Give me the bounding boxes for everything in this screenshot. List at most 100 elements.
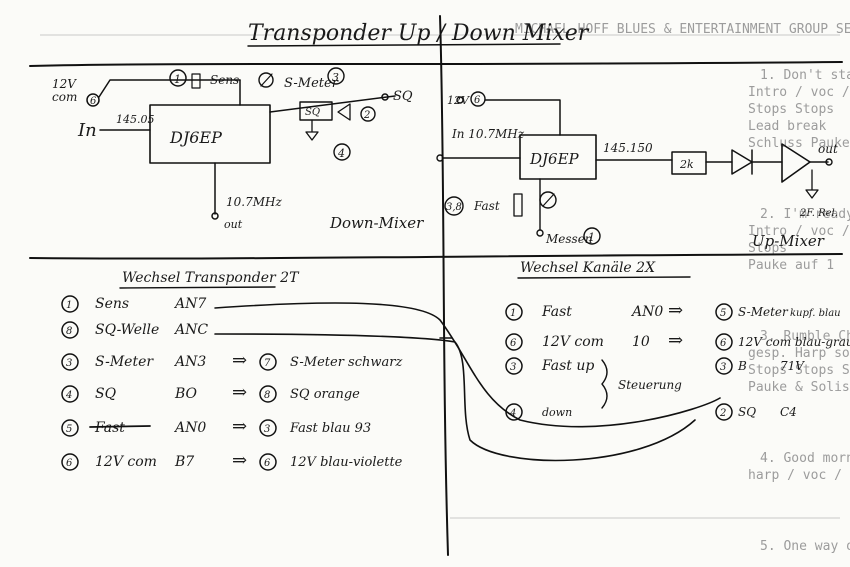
dm-supply-pin-circle [86, 93, 100, 107]
tx-brace [601, 359, 608, 409]
up-mixer: 12V 6 In 10.7MHz DJ6EP 145.150 2k out 2F… [436, 91, 838, 250]
top-divider [29, 61, 843, 67]
dm-sens-pot [191, 73, 201, 89]
tp-target: 12V blau-violette [290, 455, 403, 470]
tx-heading: Wechsel Kanäle 2X [520, 260, 656, 276]
tp-target: Fast blau 93 [289, 421, 371, 436]
um-chip-box [519, 134, 597, 180]
tp-pin: 8 [66, 326, 72, 337]
tp-target-pin: 6 [264, 458, 271, 469]
page-title: Transponder Up / Down Mixer [248, 21, 590, 46]
dm-sq-pin: 2 [363, 110, 370, 121]
um-amp-icon [781, 143, 811, 183]
um-messen-pin: 1 [588, 231, 595, 244]
bg-song-title: 2. I'm ready E-spezial [760, 207, 850, 222]
dm-pin4-circle [333, 143, 351, 161]
tp-strikethrough [89, 425, 151, 428]
tp-pin-circle [61, 419, 79, 437]
bg-song-line: Lead break [748, 119, 827, 134]
tp-pin-circle [61, 295, 79, 313]
um-label: Up-Mixer [752, 232, 825, 250]
tx-name: 12V com [542, 334, 604, 350]
tp-arrow: ⇒ [232, 450, 247, 471]
tp-name: SQ-Welle [95, 322, 159, 338]
dm-supply-wire [98, 79, 241, 98]
dm-smeter-pin: 3 [332, 71, 339, 84]
um-supply-node [456, 96, 464, 104]
bg-header: MICHAEL HOFF BLUES & ENTERTAINMENT GROUP… [515, 22, 850, 37]
tx-target: 12V com blau-grau [738, 335, 850, 349]
tp-heading: Wechsel Transponder 2T [122, 270, 300, 286]
tx-target: B [737, 359, 747, 373]
tx-target-pin-circle [715, 303, 733, 321]
dm-if-label: 10.7MHz [226, 195, 282, 209]
tx-target-pin-circle [715, 403, 733, 421]
dm-sq-box-label: SQ [305, 107, 320, 118]
tp-pin: 4 [65, 390, 72, 401]
tp-arrow: ⇒ [232, 416, 247, 437]
dm-sens-pin-circle [169, 69, 187, 87]
tp-code: ANC [173, 322, 208, 338]
bg-song-line: Intro / voc / gesp. Harp / voc / Harp & … [748, 224, 850, 239]
tp-pin-circle [61, 321, 79, 339]
tx-pin: 6 [510, 338, 517, 349]
tx-name: down [542, 406, 572, 419]
cross-wire-sq [214, 333, 696, 462]
um-out-node [825, 158, 833, 166]
dm-smeter-icon [258, 72, 274, 88]
bg-song-line: harp / voc / harp / voc / harp [748, 468, 850, 483]
um-messen-label: Messen [545, 232, 593, 246]
bg-song-line: Intro / voc / harp / voc / Stops [748, 85, 850, 100]
tp-pin: 6 [66, 458, 73, 469]
tp-target-pin: 3 [264, 424, 270, 435]
dm-supply-pin: 6 [90, 96, 97, 107]
um-out-label: out [818, 142, 838, 156]
tx-name: Fast up [541, 358, 594, 374]
tx-heading-underline [517, 276, 691, 279]
tx-target: S-Meter [738, 305, 789, 319]
um-supply-pin: 6 [474, 95, 481, 106]
down-mixer: 12V com 6 In 145.05 DJ6EP 10.7MHz out 1 … [52, 67, 424, 232]
dm-supply-12v: 12V [52, 77, 77, 91]
dm-out-node [211, 212, 219, 220]
bg-song-line: Stops [748, 241, 788, 256]
tp-pin-circle [61, 353, 79, 371]
tp-code: BO [174, 386, 198, 402]
tp-name: SQ [95, 386, 117, 402]
tx-note: kupf. blau [790, 308, 841, 319]
tp-code: AN7 [173, 296, 206, 312]
tx-target-pin: 3 [720, 362, 726, 373]
tp-name: Sens [95, 296, 129, 312]
um-fast-label: Fast [473, 199, 500, 213]
tp-target-pin-circle [259, 353, 277, 371]
dm-smeter-needle [260, 73, 273, 87]
dm-chip-box [149, 104, 271, 164]
tp-pin-circle [61, 385, 79, 403]
um-freq-out: 145.150 [603, 141, 653, 155]
dm-diode-icon [337, 103, 351, 121]
tp-heading-underline [119, 286, 276, 289]
tx-target-pin: 6 [720, 338, 727, 349]
um-led-icon [805, 169, 819, 199]
tx-note: C4 [780, 405, 797, 419]
tp-target-pin-circle [259, 385, 277, 403]
tp-name: Fast [94, 420, 125, 436]
tx-target-pin: 5 [720, 308, 726, 319]
tp-target-pin-circle [259, 453, 277, 471]
dm-smeter-pin-circle [327, 67, 345, 85]
bg-song-title: 3. Rumble Chase D-spezial [760, 329, 850, 344]
tx-target: SQ [738, 405, 756, 419]
tp-pin: 5 [66, 424, 72, 435]
tp-pin-circle [61, 453, 79, 471]
tx-arrow: ⇒ [668, 330, 683, 351]
tp-code: AN3 [173, 354, 206, 370]
tp-name: 12V com [95, 454, 157, 470]
bg-song-title: 4. Good morning little schoolgirl A-sp.L [760, 451, 850, 466]
um-meter-needle [542, 193, 555, 207]
